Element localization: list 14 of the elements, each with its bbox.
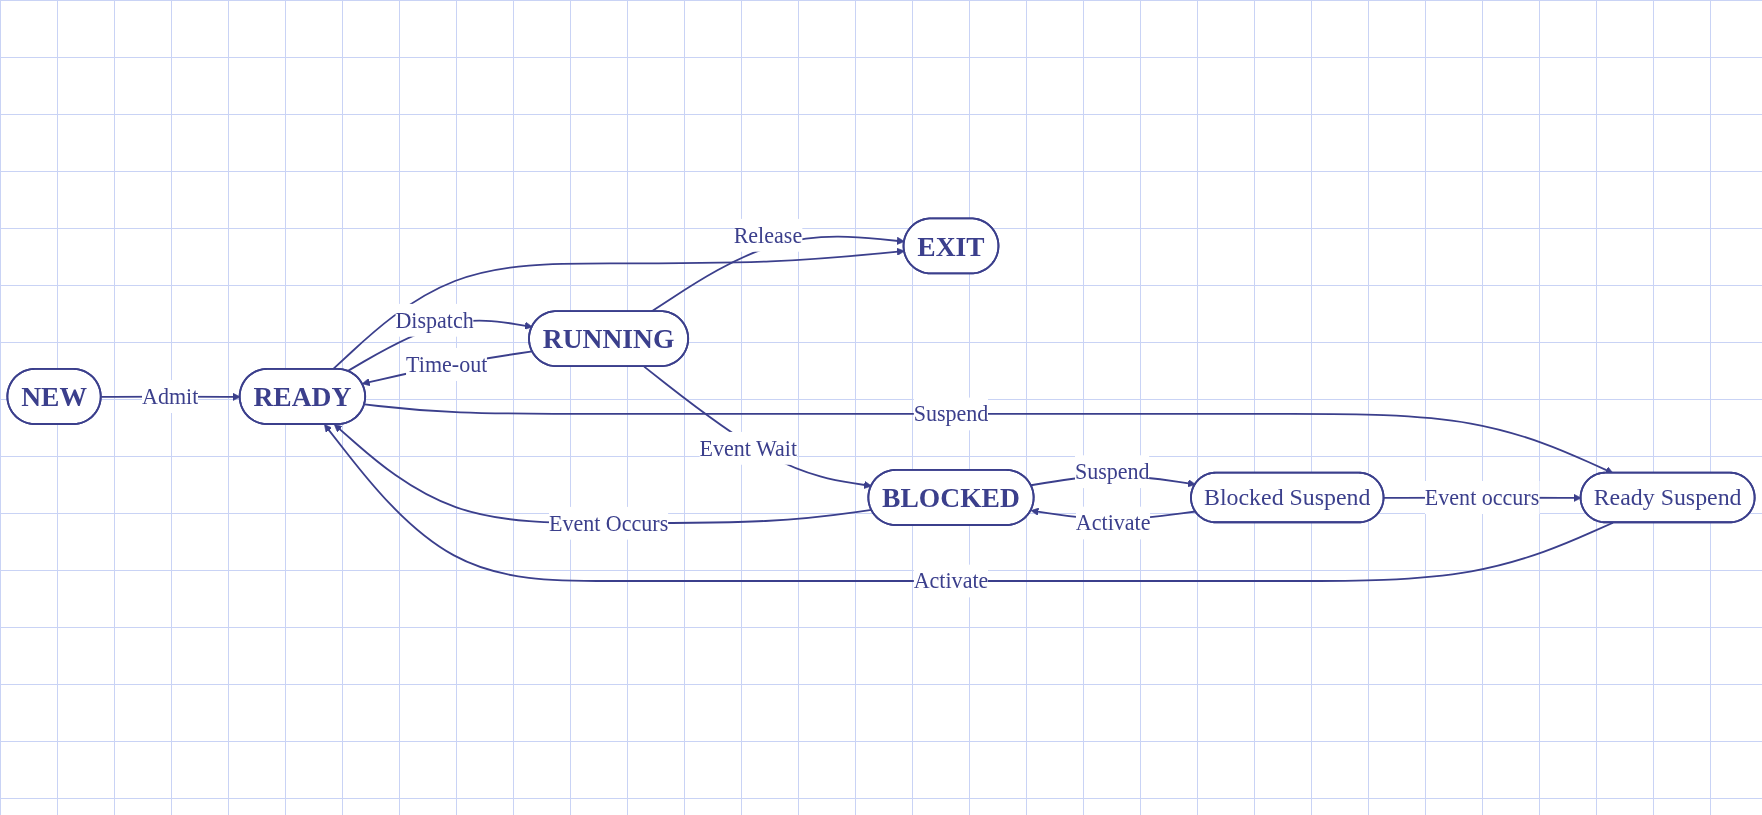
edge-label: Time-out <box>406 352 488 376</box>
arrow <box>643 365 872 489</box>
edge-label: Event Wait <box>699 435 798 460</box>
edge-label: Suspend <box>1074 459 1150 484</box>
edge-label: Activate <box>1075 510 1151 535</box>
edge-label: Dispatch <box>395 307 474 332</box>
edge-label: Event occurs <box>1424 485 1540 509</box>
edge-label: Event Occurs <box>548 510 669 535</box>
arrow <box>363 403 1614 474</box>
edge-label: Activate <box>913 568 989 593</box>
arrow <box>333 423 873 524</box>
edge-label: Admit <box>142 384 199 408</box>
edge-label: Suspend <box>913 401 989 426</box>
edge-label: Release <box>733 222 803 247</box>
